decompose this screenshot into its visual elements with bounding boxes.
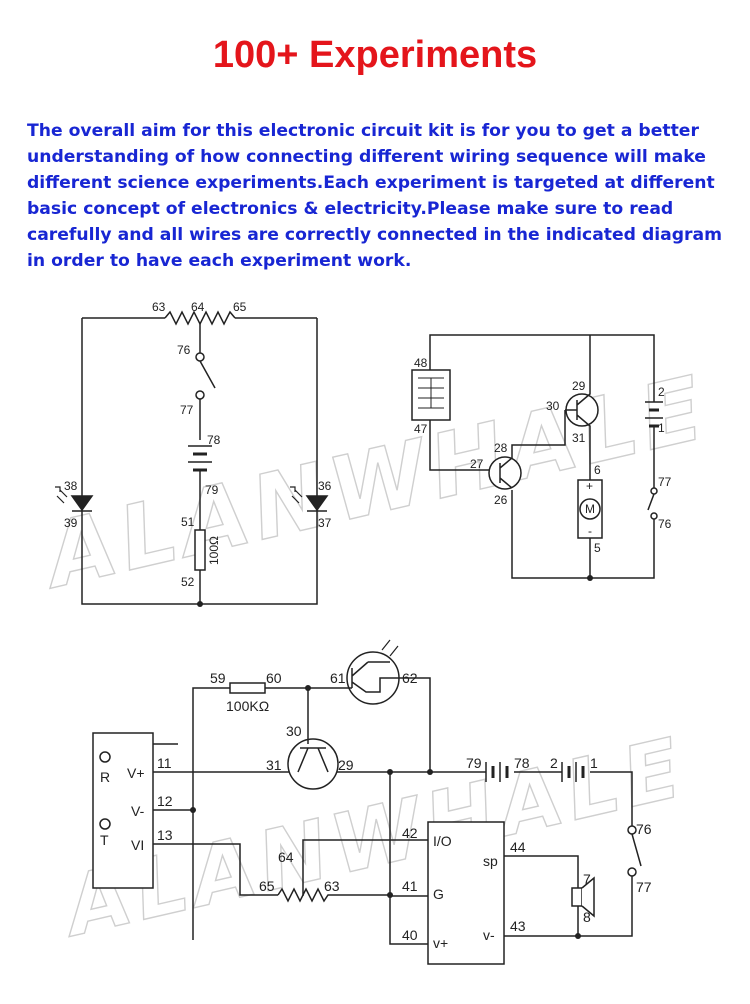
transistor-30-symbol (287, 738, 339, 790)
transistor-bottom-symbol (488, 456, 522, 490)
resistor-100k-symbol (229, 682, 266, 694)
label: 38 (64, 479, 78, 493)
label: 26 (494, 493, 508, 507)
label: 78 (514, 755, 530, 771)
label: 8 (583, 909, 591, 925)
label: 61 (330, 670, 346, 686)
label: 52 (181, 575, 195, 589)
label: 11 (157, 755, 172, 771)
label: 63 (152, 300, 166, 314)
switch-3-lever (631, 833, 642, 867)
label: 6 (594, 463, 601, 477)
circuit-1-labels: 63 64 65 76 77 78 79 38 39 36 37 51 52 1… (64, 300, 332, 589)
label: 100Ω (207, 536, 221, 565)
label: 78 (207, 433, 221, 447)
switch-contact-top (195, 352, 205, 362)
module-label-vi: VI (131, 837, 144, 853)
label: 41 (402, 878, 418, 894)
label: 13 (157, 827, 173, 843)
minus-sign: - (588, 524, 592, 538)
label: 59 (210, 670, 226, 686)
label: 39 (64, 516, 78, 530)
switch-2-lever (647, 493, 655, 511)
ic-module-box (427, 821, 505, 965)
battery-right-symbol (645, 392, 663, 430)
label: 2 (658, 385, 665, 399)
label: 64 (191, 300, 205, 314)
label: 40 (402, 927, 418, 943)
module-label-t: T (100, 832, 109, 848)
module-label-vminus: V- (131, 803, 145, 819)
circuit-2-labels: 48 47 29 30 31 28 27 26 2 1 77 76 6 5 M … (414, 356, 672, 555)
intro-paragraph: The overall aim for this electronic circ… (27, 121, 723, 271)
label: 76 (658, 517, 672, 531)
label: 12 (157, 793, 173, 809)
label: 64 (278, 849, 294, 865)
label: 7 (583, 871, 591, 887)
label: 30 (286, 723, 302, 739)
label: 30 (546, 399, 560, 413)
label: 28 (494, 441, 508, 455)
label: 51 (181, 515, 195, 529)
circuit-2 (411, 334, 663, 579)
label: 65 (233, 300, 247, 314)
page-title: 100+ Experiments (212, 34, 538, 76)
plus-sign: + (586, 479, 593, 493)
module-label-r: R (100, 769, 110, 785)
battery-79-78-symbol (485, 762, 509, 782)
label: 79 (466, 755, 482, 771)
label: 27 (470, 457, 484, 471)
circuit-3-labels: 59 60 100KΩ 61 62 30 31 29 R T V+ V- VI … (100, 670, 652, 951)
battery-symbol (188, 445, 212, 472)
label: 1 (590, 755, 598, 771)
label: 42 (402, 825, 418, 841)
circuit-3 (92, 639, 642, 965)
ic-label-vminus: v- (483, 927, 495, 943)
label: 60 (266, 670, 282, 686)
label: 76 (177, 343, 191, 357)
ic-label-g: G (433, 886, 444, 902)
battery-2-1-symbol (561, 762, 585, 782)
label: 43 (510, 918, 526, 934)
label: 29 (572, 379, 586, 393)
ic-label-sp: sp (483, 853, 498, 869)
switch-contact-bottom (195, 390, 205, 400)
label: 44 (510, 839, 526, 855)
label: 31 (572, 431, 586, 445)
led-right-symbol (290, 486, 329, 512)
module-label-vplus: V+ (127, 765, 145, 781)
speaker-symbol (571, 887, 583, 907)
label: 63 (324, 878, 340, 894)
label: 76 (636, 821, 652, 837)
potentiometer-3-symbol (277, 887, 390, 903)
label: 36 (318, 479, 332, 493)
label: 2 (550, 755, 558, 771)
label: 79 (205, 483, 219, 497)
resistor-symbol (194, 529, 206, 571)
label: 31 (266, 757, 282, 773)
label: 77 (636, 879, 652, 895)
label: 5 (594, 541, 601, 555)
label: 37 (318, 516, 332, 530)
label: 65 (259, 878, 275, 894)
circuit-1 (55, 310, 329, 605)
label: 77 (658, 475, 672, 489)
label: 1 (658, 421, 665, 435)
label: 47 (414, 422, 428, 436)
led-left-symbol (55, 486, 94, 512)
motor-label: M (585, 502, 595, 516)
label: 77 (180, 403, 194, 417)
ic-label-vplus: v+ (433, 935, 448, 951)
label: 29 (338, 757, 354, 773)
label: 62 (402, 670, 418, 686)
ic-label-io: I/O (433, 833, 452, 849)
label: 48 (414, 356, 428, 370)
label: 100KΩ (226, 698, 269, 714)
switch-lever (199, 360, 216, 389)
